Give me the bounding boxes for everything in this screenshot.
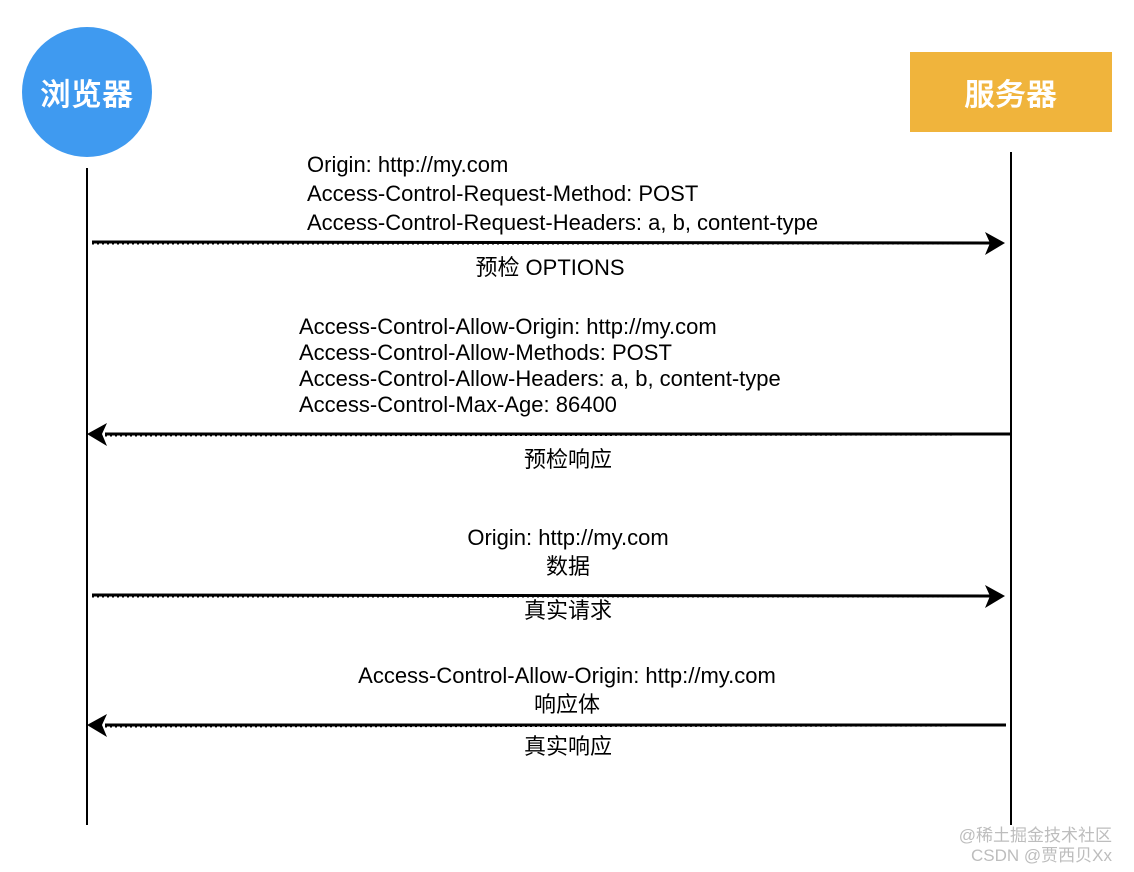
preflight-response-headers: Access-Control-Allow-Origin: http://my.c… <box>299 314 781 418</box>
header-line: Access-Control-Max-Age: 86400 <box>299 392 617 417</box>
header-line: Access-Control-Allow-Origin: http://my.c… <box>358 663 776 688</box>
browser-actor: 浏览器 <box>22 27 152 157</box>
actual-request-label: 真实请求 <box>523 598 612 623</box>
preflight-response-label: 预检响应 <box>523 447 612 472</box>
header-line: Access-Control-Allow-Origin: http://my.c… <box>299 314 717 339</box>
arrow-actual-request <box>91 585 1005 608</box>
actual-response-label: 真实响应 <box>523 734 612 759</box>
header-line: 数据 <box>545 554 590 579</box>
watermark: @稀土掘金技术社区 CSDN @贾西贝Xx <box>959 826 1112 866</box>
actual-request-headers: Origin: http://my.com 数据 <box>418 523 718 581</box>
arrow-actual-response <box>87 714 1007 737</box>
arrow-preflight-request <box>91 232 1005 255</box>
header-line: Access-Control-Allow-Headers: a, b, cont… <box>299 366 781 391</box>
server-actor-label: 服务器 <box>964 78 1058 113</box>
browser-actor-label: 浏览器 <box>40 78 134 113</box>
preflight-request-label: 预检 OPTIONS <box>475 255 625 280</box>
watermark-line: CSDN @贾西贝Xx <box>971 846 1112 865</box>
header-line: 响应体 <box>533 692 600 717</box>
watermark-line: @稀土掘金技术社区 <box>958 826 1112 845</box>
header-line: Origin: http://my.com <box>307 152 509 177</box>
header-line: Access-Control-Request-Method: POST <box>307 181 699 206</box>
server-actor: 服务器 <box>910 52 1112 132</box>
header-line: Access-Control-Request-Headers: a, b, co… <box>307 210 819 235</box>
header-line: Origin: http://my.com <box>467 525 669 550</box>
header-line: Access-Control-Allow-Methods: POST <box>299 340 672 365</box>
actual-response-headers: Access-Control-Allow-Origin: http://my.c… <box>317 661 817 719</box>
arrow-preflight-response <box>87 423 1011 446</box>
preflight-request-headers: Origin: http://my.com Access-Control-Req… <box>307 150 818 237</box>
